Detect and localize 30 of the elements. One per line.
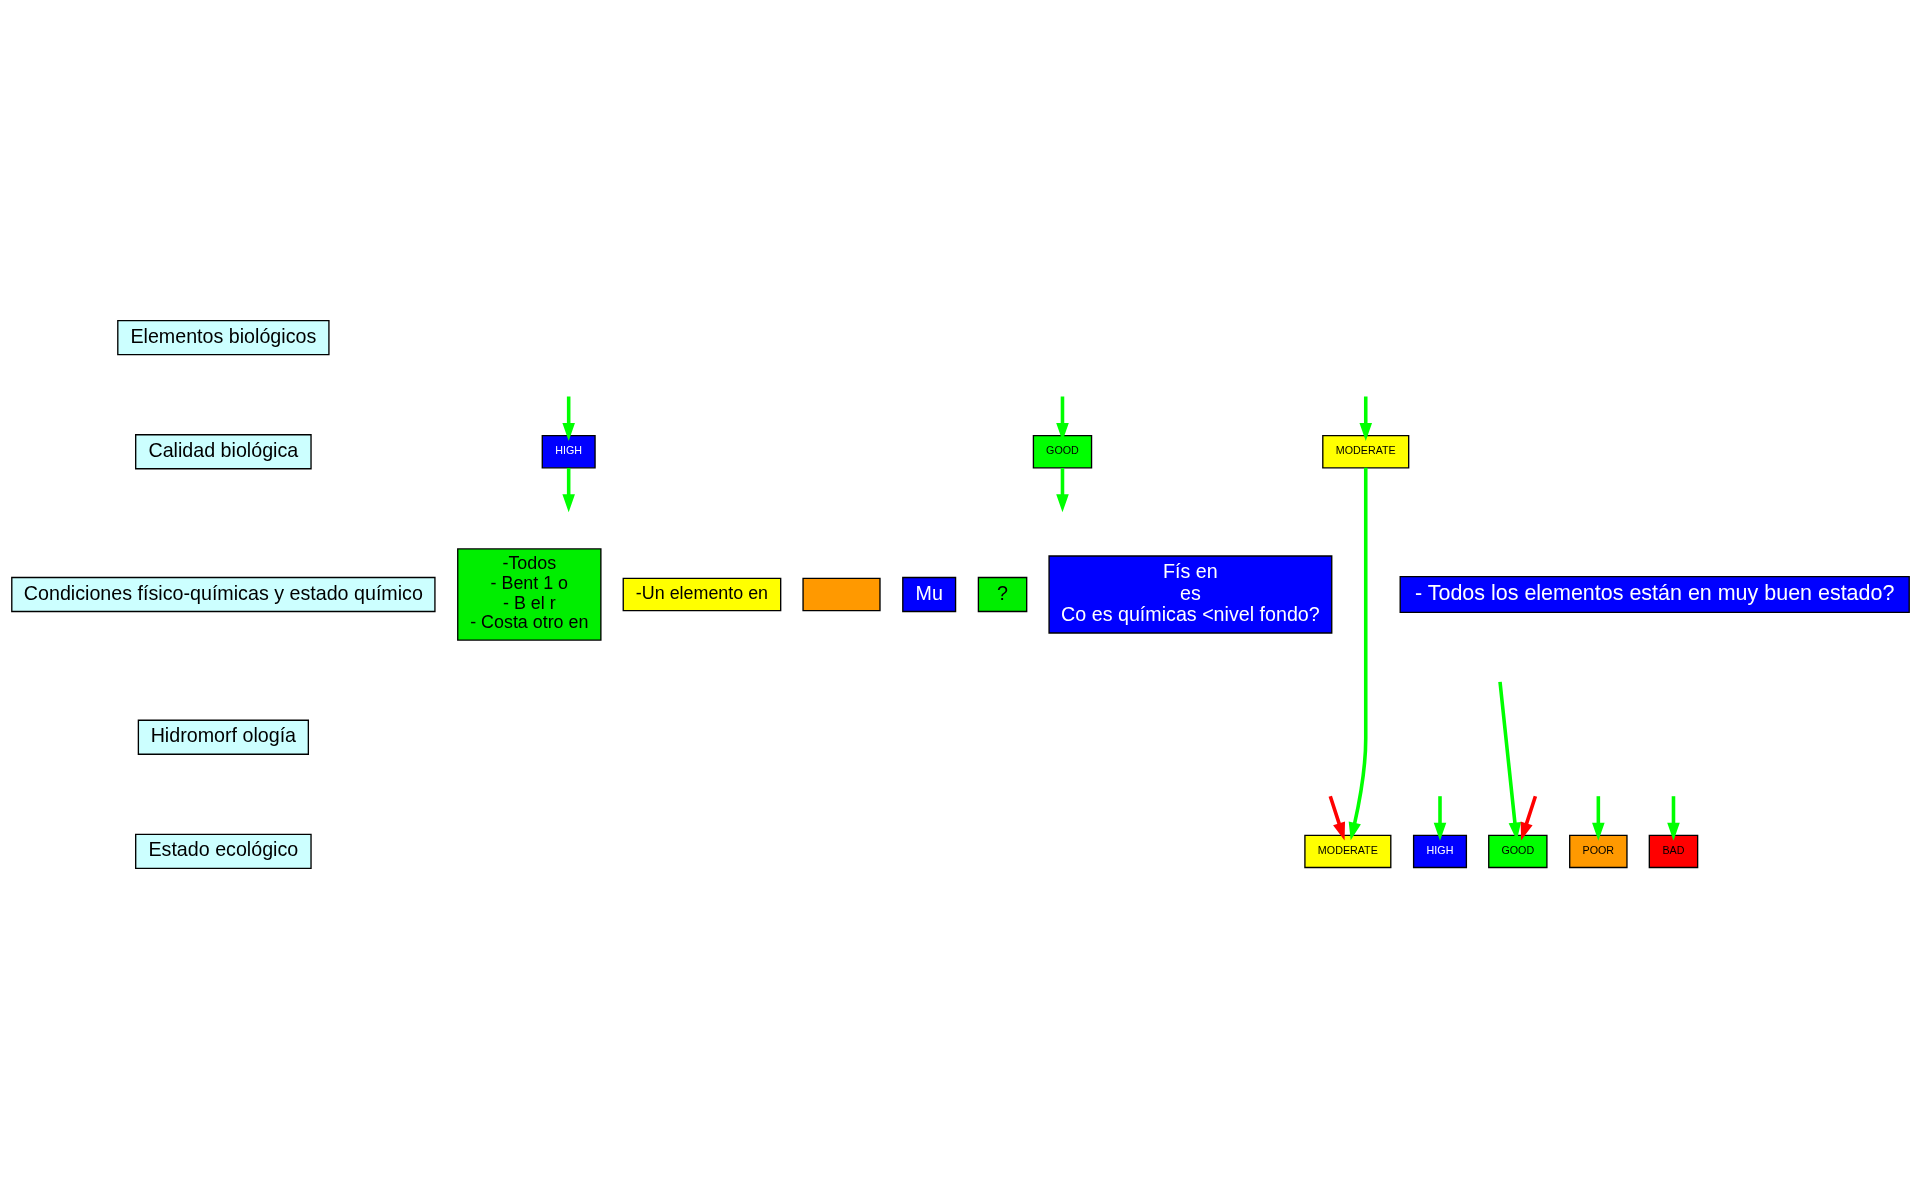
node-box: BAD: [1648, 834, 1699, 868]
node-box: Calidad biológica: [135, 433, 312, 469]
node-box: MODERATE: [1304, 834, 1392, 868]
arrow: [1348, 467, 1368, 840]
node-box: Elementos biológicos: [117, 319, 330, 355]
arrow: [1359, 396, 1373, 441]
arrow: [1520, 795, 1538, 840]
node-box: -Todos - Bent 1 o - B el r - Costa otro en: [457, 547, 602, 641]
node-box: Condiciones físico-químicas y estado químico: [11, 576, 436, 612]
arrow: [1667, 795, 1680, 841]
node-box: -Un elemento en: [622, 577, 782, 611]
node-box: Fís en es Co es químicas <nivel fondo?: [1048, 554, 1333, 634]
node-box: GOOD: [1488, 834, 1548, 868]
node-box: MODERATE: [1322, 434, 1410, 468]
arrow: [1592, 795, 1605, 841]
arrow: [562, 396, 575, 441]
node-box: [802, 577, 881, 611]
node-box: Hidromorf ología: [137, 719, 310, 755]
arrow: [1056, 467, 1069, 512]
node-box: Mu: [902, 576, 957, 612]
node-box: HIGH: [1412, 834, 1468, 868]
node-box: - Todos los elementos están en muy buen estado?: [1399, 575, 1910, 613]
node-box: ?: [977, 576, 1028, 612]
arrow: [562, 467, 575, 512]
arrow: [1433, 795, 1447, 841]
node-box: Estado ecológico: [135, 833, 312, 869]
node-box: HIGH: [541, 434, 596, 468]
node-box: GOOD: [1032, 434, 1093, 468]
arrow: [1328, 795, 1346, 840]
node-box: POOR: [1569, 834, 1628, 868]
